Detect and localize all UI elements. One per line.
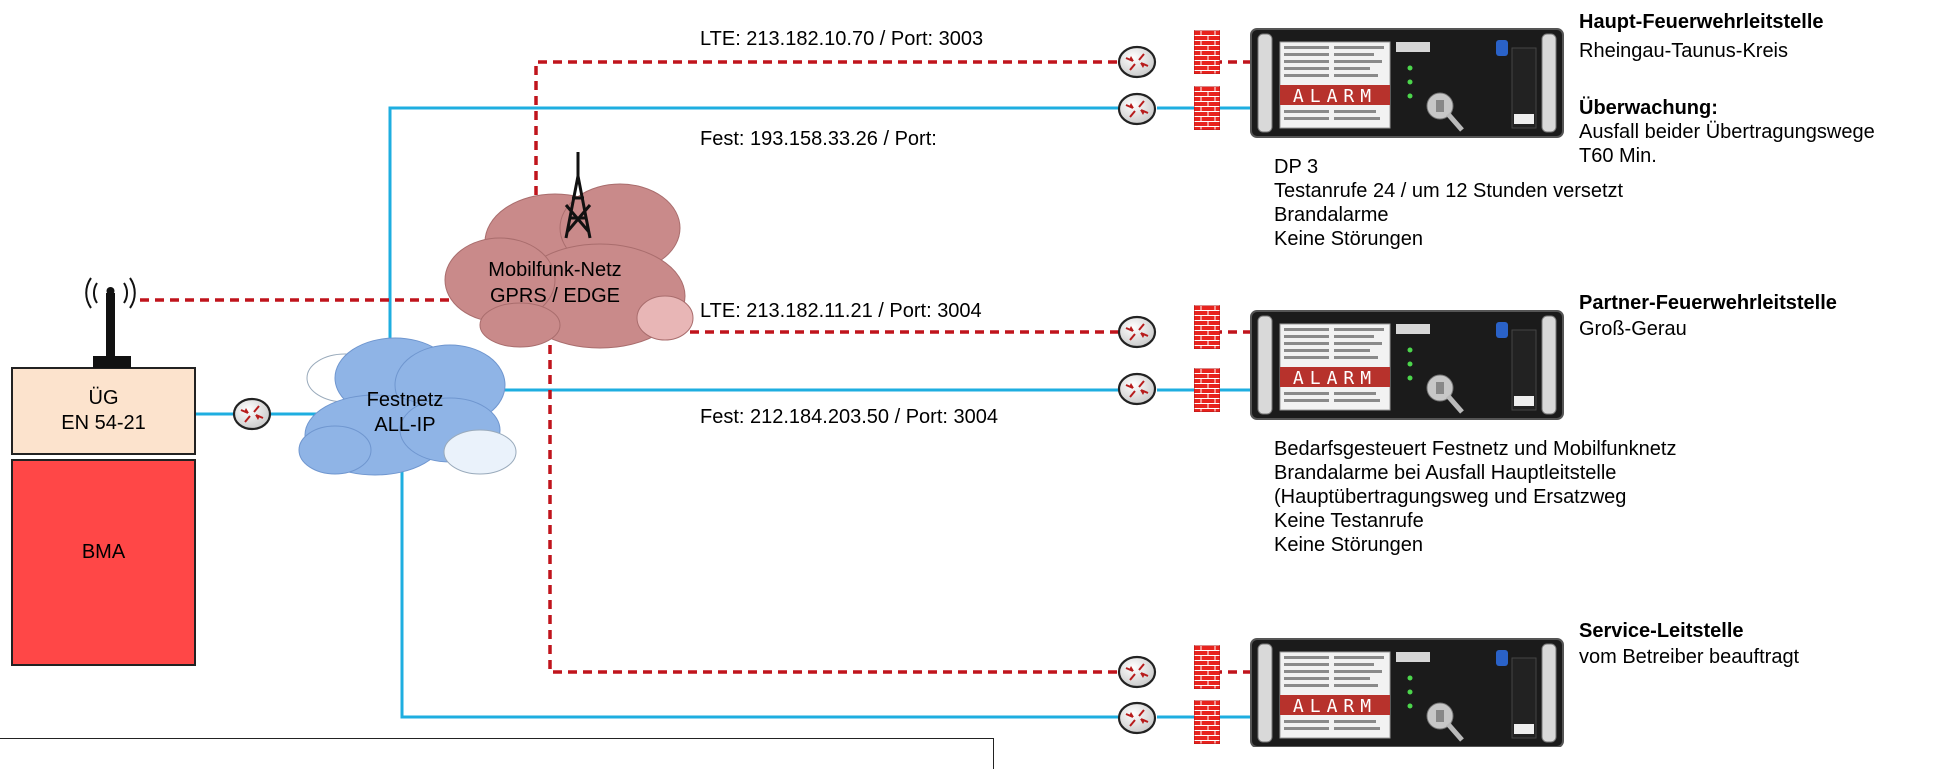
- router-icon: [1117, 315, 1157, 349]
- firewall-icon: [1194, 305, 1220, 349]
- firewall-icon: [1194, 30, 1220, 74]
- partner-lte-link-label: LTE: 213.182.11.21 / Port: 3004: [700, 300, 982, 322]
- cell-tower-icon: [564, 152, 592, 239]
- mobile-network-protocol: GPRS / EDGE: [489, 285, 621, 307]
- alarm-receiver-device: [1251, 639, 1563, 747]
- fixed-link-service: [400, 460, 1137, 719]
- main-lte-link-label: LTE: 213.182.10.70 / Port: 3003: [700, 28, 984, 50]
- main-detail-line: Keine Störungen: [1274, 228, 1424, 250]
- service-station-title: Service-Leitstelle: [1579, 620, 1744, 642]
- router-icon: [1117, 92, 1157, 126]
- partner-detail-line: Keine Testanrufe: [1274, 510, 1424, 532]
- main-monitoring-line: T60 Min.: [1579, 145, 1657, 167]
- antenna-icon: [85, 277, 136, 368]
- fixed-network-cloud: [298, 337, 517, 476]
- main-station-subtitle: Rheingau-Taunus-Kreis: [1579, 40, 1789, 62]
- fixed-network-label: Festnetz: [366, 389, 444, 411]
- main-monitoring-line: Ausfall beider Übertragungswege: [1579, 121, 1875, 143]
- main-detail-line: Testanrufe 24 / um 12 Stunden versetzt: [1274, 180, 1624, 202]
- partner-detail-line: Bedarfsgesteuert Festnetz und Mobilfunkn…: [1274, 438, 1677, 460]
- main-detail-line: Brandalarme: [1274, 204, 1389, 226]
- alarm-receiver-device: [1251, 29, 1563, 137]
- router-icon: [232, 397, 272, 431]
- service-station-subtitle: vom Betreiber beauftragt: [1579, 646, 1800, 668]
- mobile-links: [140, 60, 1137, 674]
- main-monitoring-title: Überwachung:: [1579, 97, 1718, 119]
- mobile-link-main: [534, 60, 1137, 240]
- partner-detail-line: Brandalarme bei Ausfall Hauptleitstelle: [1274, 462, 1617, 484]
- device-display-text: ALARM: [1292, 368, 1378, 389]
- router-icon: [1117, 372, 1157, 406]
- firewall-icon: [1194, 86, 1220, 130]
- firewall-icon: [1194, 368, 1220, 412]
- router-icon: [1117, 655, 1157, 689]
- partner-station-title: Partner-Feuerwehrleitstelle: [1579, 292, 1837, 314]
- partner-detail-line: Keine Störungen: [1274, 534, 1424, 556]
- main-detail-line: DP 3: [1274, 156, 1319, 178]
- main-station-details: DP 3 Testanrufe 24 / um 12 Stunden verse…: [1274, 155, 1623, 251]
- ueg-box: [11, 367, 196, 455]
- alarm-receiver-device: [1251, 311, 1563, 419]
- partner-fixed-link-label: Fest: 212.184.203.50 / Port: 3004: [700, 406, 998, 428]
- partner-station-subtitle: Groß-Gerau: [1579, 318, 1687, 340]
- mobile-link-service: [548, 345, 1137, 674]
- main-monitoring-details: Ausfall beider Übertragungswege T60 Min.: [1579, 120, 1875, 168]
- partner-detail-line: (Hauptübertragungsweg und Ersatzweg: [1274, 486, 1627, 508]
- ueg-standard: EN 54-21: [61, 412, 146, 434]
- mobile-network-cloud: [444, 183, 694, 349]
- main-station-title: Haupt-Feuerwehrleitstelle: [1579, 11, 1824, 33]
- firewall-icon: [1194, 645, 1220, 689]
- main-fixed-link-label: Fest: 193.158.33.26 / Port:: [700, 128, 937, 150]
- ueg-label: ÜG: [88, 387, 119, 409]
- router-icon: [1117, 45, 1157, 79]
- firewall-icon: [1194, 700, 1220, 744]
- fixed-links: [195, 106, 1137, 719]
- mobile-network-label: Mobilfunk-Netz: [488, 259, 622, 281]
- partner-station-details: Bedarfsgesteuert Festnetz und Mobilfunkn…: [1274, 437, 1676, 557]
- router-icon: [1117, 701, 1157, 735]
- bma-label: BMA: [81, 541, 126, 563]
- fixed-link-main: [388, 106, 1137, 390]
- device-display-text: ALARM: [1292, 86, 1378, 107]
- device-display-text: ALARM: [1292, 696, 1378, 717]
- legend-box: [0, 738, 994, 769]
- bma-box: [11, 459, 196, 666]
- fixed-network-type: ALL-IP: [374, 414, 436, 436]
- network-diagram: [11, 0, 1935, 747]
